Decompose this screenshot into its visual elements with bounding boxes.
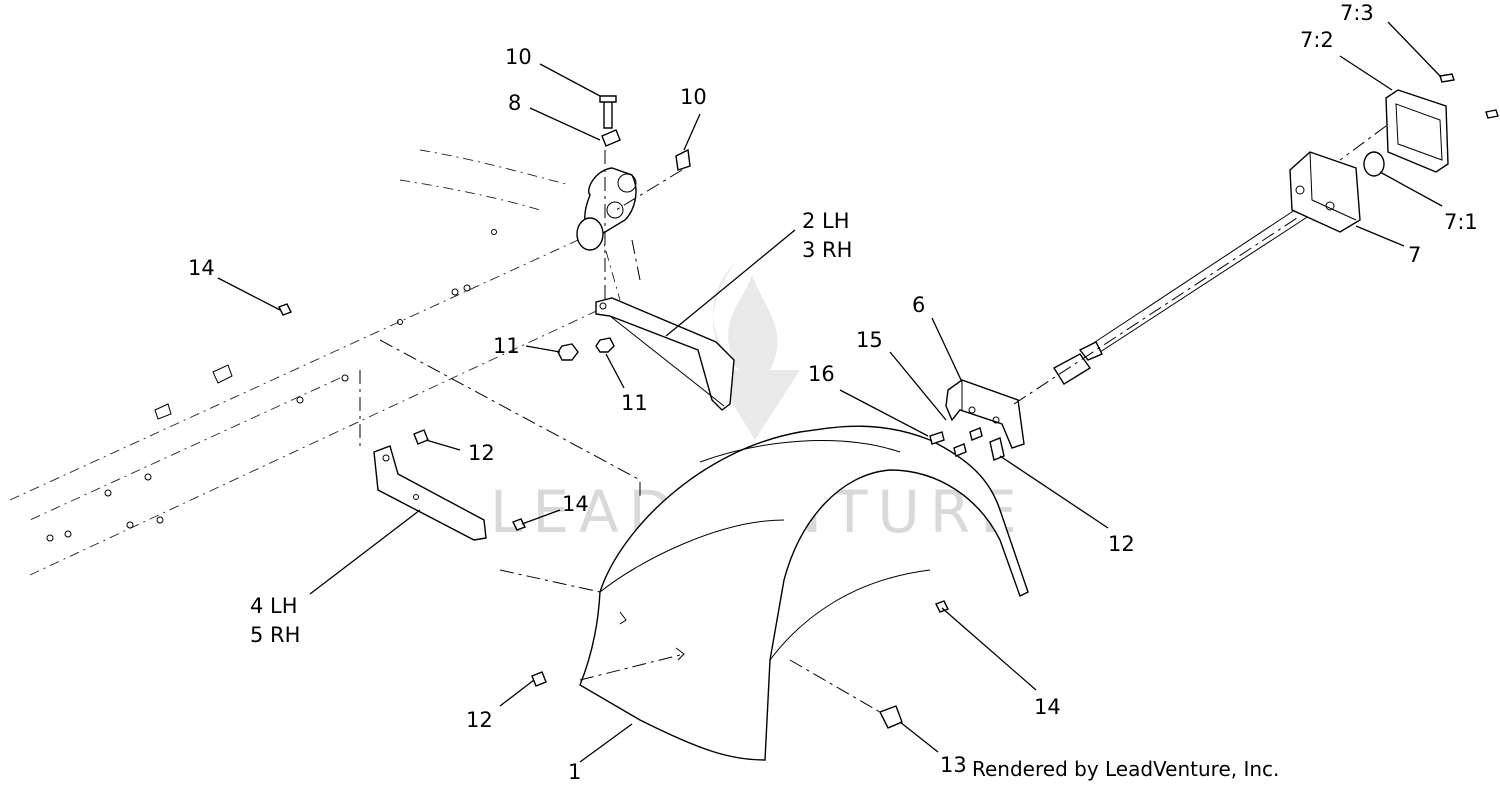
callout-12-fender-left: 12 — [466, 708, 493, 732]
callout-7-3: 7:3 — [1340, 1, 1374, 25]
callout-6: 6 — [912, 293, 925, 317]
callout-8: 8 — [508, 91, 521, 115]
callout-1: 1 — [568, 760, 581, 784]
callout-10-right: 10 — [680, 85, 707, 109]
callout-14-fender: 14 — [1034, 695, 1061, 719]
frame-rail — [9, 149, 621, 576]
callout-2-lh: 2 LH — [802, 209, 850, 233]
part-nuts-11 — [557, 337, 615, 361]
part-bracket-4-5 — [359, 339, 641, 541]
part-bracket-6 — [929, 379, 1025, 457]
callout-11-lower: 11 — [621, 391, 648, 415]
callout-12-fender-right: 12 — [1108, 532, 1135, 556]
callout-11-left: 11 — [493, 334, 520, 358]
part-harness — [1013, 199, 1319, 405]
callout-15: 15 — [856, 328, 883, 352]
callout-4-lh: 4 LH — [250, 594, 298, 618]
callout-14-left: 14 — [188, 256, 215, 280]
callout-13: 13 — [940, 753, 967, 777]
part-light-7 — [1289, 73, 1499, 233]
leader-lines — [217, 21, 1443, 763]
upper-mount-assembly — [576, 95, 691, 300]
watermark-logo-icon — [712, 262, 800, 440]
part-small-fasteners — [278, 303, 1005, 729]
part-bracket-2-3 — [595, 239, 735, 411]
callout-7: 7 — [1408, 243, 1421, 267]
part-fender-1 — [499, 425, 1029, 761]
callout-labels: 10 8 10 2 LH 3 RH 14 11 11 12 14 4 LH 5 … — [188, 1, 1478, 784]
callout-16: 16 — [808, 362, 835, 386]
callout-5-rh: 5 RH — [250, 623, 300, 647]
callout-12-bracket: 12 — [468, 441, 495, 465]
callout-10-upper: 10 — [505, 45, 532, 69]
callout-7-2: 7:2 — [1300, 28, 1334, 52]
callout-14-bracket: 14 — [562, 492, 589, 516]
callout-7-1: 7:1 — [1444, 210, 1478, 234]
callout-3-rh: 3 RH — [802, 238, 852, 262]
render-credit: Rendered by LeadVenture, Inc. — [972, 757, 1279, 781]
